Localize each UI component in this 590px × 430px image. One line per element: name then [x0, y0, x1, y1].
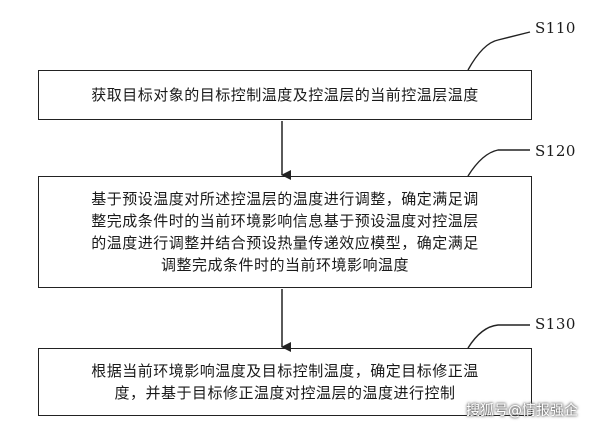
step-label-s120: S120	[535, 142, 576, 160]
step-box-s130: 根据当前环境影响温度及目标控制温度，确定目标修正温 度，并基于目标修正温度对控温…	[38, 348, 532, 416]
watermark-text: 搜狐号@情报强企	[466, 403, 578, 419]
label-leader-s120	[467, 149, 530, 177]
step-label-s130: S130	[535, 315, 576, 333]
step-text-s120: 基于预设温度对所述控温层的温度进行调整，确定满足调 整完成条件时的当前环境影响信…	[91, 190, 479, 274]
label-leader-s130	[467, 324, 530, 349]
step-text-s130: 根据当前环境影响温度及目标控制温度，确定目标修正温 度，并基于目标修正温度对控温…	[91, 362, 479, 402]
step-text-s110: 获取目标对象的目标控制温度及控温层的当前控温层温度	[91, 86, 479, 104]
step-label-s110: S110	[535, 19, 576, 37]
step-box-s110: 获取目标对象的目标控制温度及控温层的当前控温层温度	[38, 70, 532, 120]
label-leader-s110	[467, 31, 531, 71]
step-box-s120: 基于预设温度对所述控温层的温度进行调整，确定满足调 整完成条件时的当前环境影响信…	[38, 176, 532, 288]
